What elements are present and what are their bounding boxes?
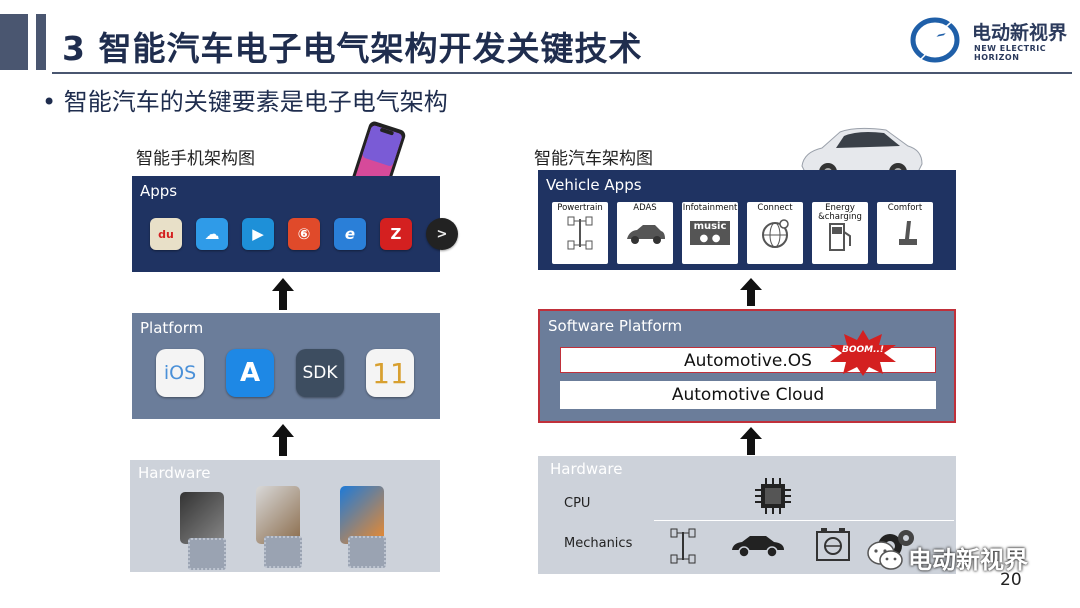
- chip-icon: [188, 538, 226, 570]
- vehicle-app-label: Comfort: [887, 203, 923, 213]
- hardware-label-left: Hardware: [138, 464, 211, 482]
- cpu-label: CPU: [564, 496, 591, 511]
- baidu-map-icon: du: [150, 218, 182, 250]
- vehicle-apps-block: Vehicle Apps Powertrain ADAS Infotainmen…: [538, 170, 956, 270]
- car-caption: 智能汽车架构图: [534, 149, 653, 169]
- up-arrow-icon: [272, 278, 294, 310]
- mechanics-label: Mechanics: [564, 536, 633, 551]
- boom-starburst-icon: [830, 330, 896, 376]
- vehicle-app-label: Connect: [757, 203, 793, 213]
- vehicle-app-comfort: Comfort: [877, 202, 933, 264]
- vehicle-app-adas: ADAS: [617, 202, 673, 264]
- header-divider: [52, 72, 1072, 74]
- logo-text-en: NEW ELECTRIC HORIZON: [974, 44, 1047, 62]
- hardware-label-right: Hardware: [550, 460, 623, 478]
- apps-label: Apps: [140, 182, 178, 200]
- car-image-icon: [801, 127, 923, 181]
- sdk-icon: SDK: [296, 349, 344, 397]
- car-side-icon: [732, 536, 784, 558]
- automotive-cloud-bar: Automotive Cloud: [560, 381, 936, 409]
- vehicle-apps-label: Vehicle Apps: [546, 176, 642, 194]
- page-number: 20: [1000, 570, 1022, 590]
- vehicle-app-label: Powertrain: [557, 203, 603, 213]
- phone-hardware-2: [254, 486, 314, 568]
- seat-icon: [899, 221, 917, 245]
- apps-block: Apps du ☁ ▶ ⑥ e Z >: [132, 176, 458, 272]
- automotive-cloud-label: Automotive Cloud: [671, 385, 825, 405]
- vehicle-app-label: ADAS: [633, 203, 657, 213]
- smartphone-caption: 智能手机架构图: [136, 149, 255, 169]
- vehicle-app-powertrain: Powertrain: [552, 202, 608, 264]
- bullet-text: 智能汽车的关键要素是电子电气架构: [63, 88, 448, 116]
- header-accent-bar: [0, 14, 28, 70]
- fuel-pump-icon: [829, 223, 851, 251]
- wechat-icon: [867, 541, 903, 570]
- vehicle-app-energy: Energy &charging: [812, 202, 868, 264]
- battery-steering-icon: [816, 528, 850, 561]
- vehicle-app-row: Powertrain ADAS Infotainment music● ● Co…: [552, 202, 933, 264]
- platform-block: Platform iOS A SDK 11: [132, 313, 440, 419]
- vehicle-app-label: Infotainment: [682, 203, 738, 213]
- bullet-point: • 智能汽车的关键要素是电子电气架构: [42, 88, 448, 116]
- app-store-icon: A: [226, 349, 274, 397]
- vehicle-app-label: Energy &charging: [818, 203, 862, 222]
- phone-icon: [256, 486, 300, 544]
- header-accent-bar-thin: [36, 14, 46, 70]
- ios-icon: iOS: [156, 349, 204, 397]
- software-platform-label: Software Platform: [548, 317, 683, 335]
- zhihu-icon: Z: [380, 218, 412, 250]
- chip-icon: [348, 536, 386, 568]
- vehicle-app-infotainment: Infotainment music● ●: [682, 202, 738, 264]
- slide-title: 3 智能汽车电子电气架构开发关键技术: [62, 29, 643, 68]
- car-icon: [627, 225, 665, 244]
- music-app-icon: ⑥: [288, 218, 320, 250]
- logo-icon: [910, 13, 961, 63]
- automotive-os-label: Automotive.OS: [684, 351, 812, 371]
- platform-label: Platform: [140, 319, 204, 337]
- powertrain-icon: [567, 216, 593, 250]
- hardware-divider: [654, 520, 954, 521]
- clock-icon: >: [426, 218, 458, 250]
- video-player-icon: ▶: [242, 218, 274, 250]
- chassis-icon: [670, 528, 696, 564]
- boom-label: BOOM..!: [841, 345, 885, 355]
- logo-text-cn: 电动新视界: [972, 22, 1068, 44]
- weather-icon: ☁: [196, 218, 228, 250]
- music-icon: music● ●: [690, 221, 730, 245]
- up-arrow-icon: [740, 427, 762, 455]
- app-icon-row: du ☁ ▶ ⑥ e Z >: [150, 218, 458, 250]
- phone-hardware-3: [338, 486, 398, 568]
- cpu-chip-icon: [755, 478, 791, 514]
- hardware-block-left: Hardware: [130, 460, 440, 572]
- browser-icon: e: [334, 218, 366, 250]
- globe-icon: [762, 219, 789, 248]
- phone-icon: [180, 492, 224, 544]
- watermark-text: 电动新视界: [908, 546, 1028, 574]
- music-icon-text: music: [693, 221, 727, 232]
- up-arrow-icon: [740, 278, 762, 306]
- up-arrow-icon: [272, 424, 294, 456]
- phone-hardware-1: [178, 492, 238, 570]
- vehicle-app-connect: Connect: [747, 202, 803, 264]
- platform-icon-row: iOS A SDK 11: [156, 349, 414, 397]
- phone-icon: [340, 486, 384, 544]
- chip-icon: [264, 536, 302, 568]
- ios11-icon: 11: [366, 349, 414, 397]
